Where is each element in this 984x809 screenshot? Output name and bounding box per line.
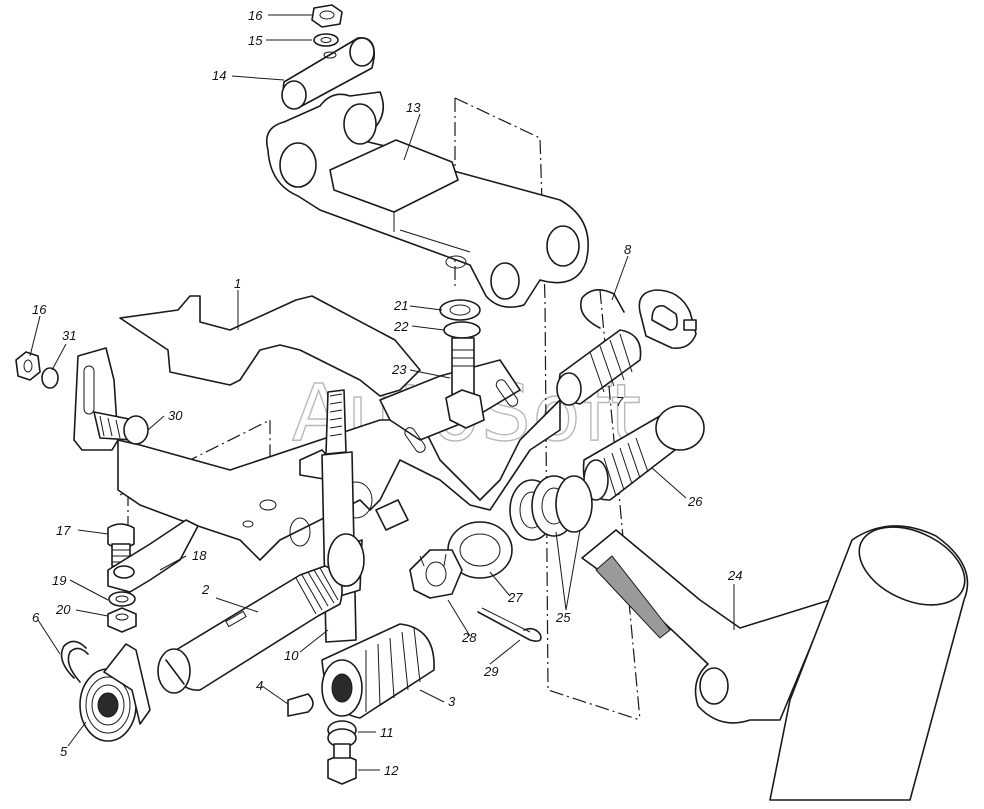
- callout-31: 31: [62, 328, 76, 343]
- castle-nut-28: [409, 549, 463, 599]
- callout-26: 26: [687, 494, 703, 509]
- callout-17: 17: [56, 523, 71, 538]
- clip-6: [60, 640, 89, 683]
- callout-21: 21: [393, 298, 408, 313]
- callout-19: 19: [52, 573, 66, 588]
- washer-25-set: [509, 475, 593, 541]
- callout-28: 28: [461, 630, 477, 645]
- callout-16-left: 16: [32, 302, 47, 317]
- plate-18: [107, 519, 199, 593]
- washer-21: [439, 299, 481, 321]
- pin-14: [281, 37, 375, 110]
- callout-15: 15: [248, 33, 263, 48]
- washer-19: [108, 591, 136, 607]
- nut-16-left: [15, 351, 41, 381]
- callout-24: 24: [727, 568, 742, 583]
- callout-2: 2: [201, 582, 210, 597]
- coil-spring-5: [79, 643, 151, 742]
- callout-1: 1: [234, 276, 241, 291]
- lever-24: [581, 529, 831, 724]
- nut-16-top: [311, 4, 343, 28]
- callout-6: 6: [32, 610, 40, 625]
- callout-30: 30: [168, 408, 183, 423]
- splined-sleeve-7: [556, 329, 642, 406]
- callout-7: 7: [616, 394, 624, 409]
- bushing-3: [321, 623, 435, 719]
- leader-lines: [29, 14, 735, 771]
- bracket-plate-13: [265, 91, 589, 308]
- callout-20: 20: [55, 602, 71, 617]
- callout-18: 18: [192, 548, 207, 563]
- callout-13: 13: [406, 100, 421, 115]
- callout-27: 27: [507, 590, 523, 605]
- bolt-17: [107, 523, 135, 567]
- washer-31: [41, 367, 59, 389]
- callout-14: 14: [212, 68, 226, 83]
- callout-22: 22: [393, 319, 409, 334]
- splined-shaft-2: [157, 533, 365, 694]
- callout-12: 12: [384, 763, 399, 778]
- callout-25: 25: [555, 610, 571, 625]
- key-4: [287, 693, 314, 717]
- callout-11: 11: [380, 725, 394, 740]
- washer-27: [447, 521, 513, 579]
- callout-29: 29: [483, 664, 498, 679]
- callout-3: 3: [448, 694, 456, 709]
- spline-teeth: [295, 567, 339, 615]
- nut-20: [107, 607, 137, 633]
- callout-8: 8: [624, 242, 632, 257]
- cotter-pin-29: [477, 607, 542, 642]
- callout-16: 16: [248, 8, 263, 23]
- washer-22: [443, 321, 481, 339]
- retaining-ring-8: [580, 289, 697, 350]
- bolt-30: [93, 411, 149, 445]
- bolt-23: [445, 337, 485, 429]
- washer-15: [313, 33, 339, 47]
- sleeve-ribs: [589, 333, 633, 393]
- callout-5: 5: [60, 744, 68, 759]
- threaded-pin-26: [582, 405, 705, 501]
- washer-11: [327, 720, 357, 748]
- bolt-12: [327, 743, 357, 785]
- bushing-ribs: [365, 627, 421, 712]
- tube-24: [769, 525, 969, 801]
- callout-23: 23: [391, 362, 407, 377]
- callout-10: 10: [284, 648, 299, 663]
- callout-labels: 16 15 14 13 1 8 21 22 23 16 31 30 17 18 …: [32, 8, 742, 778]
- pin-threads: [603, 437, 649, 497]
- callout-4: 4: [256, 678, 263, 693]
